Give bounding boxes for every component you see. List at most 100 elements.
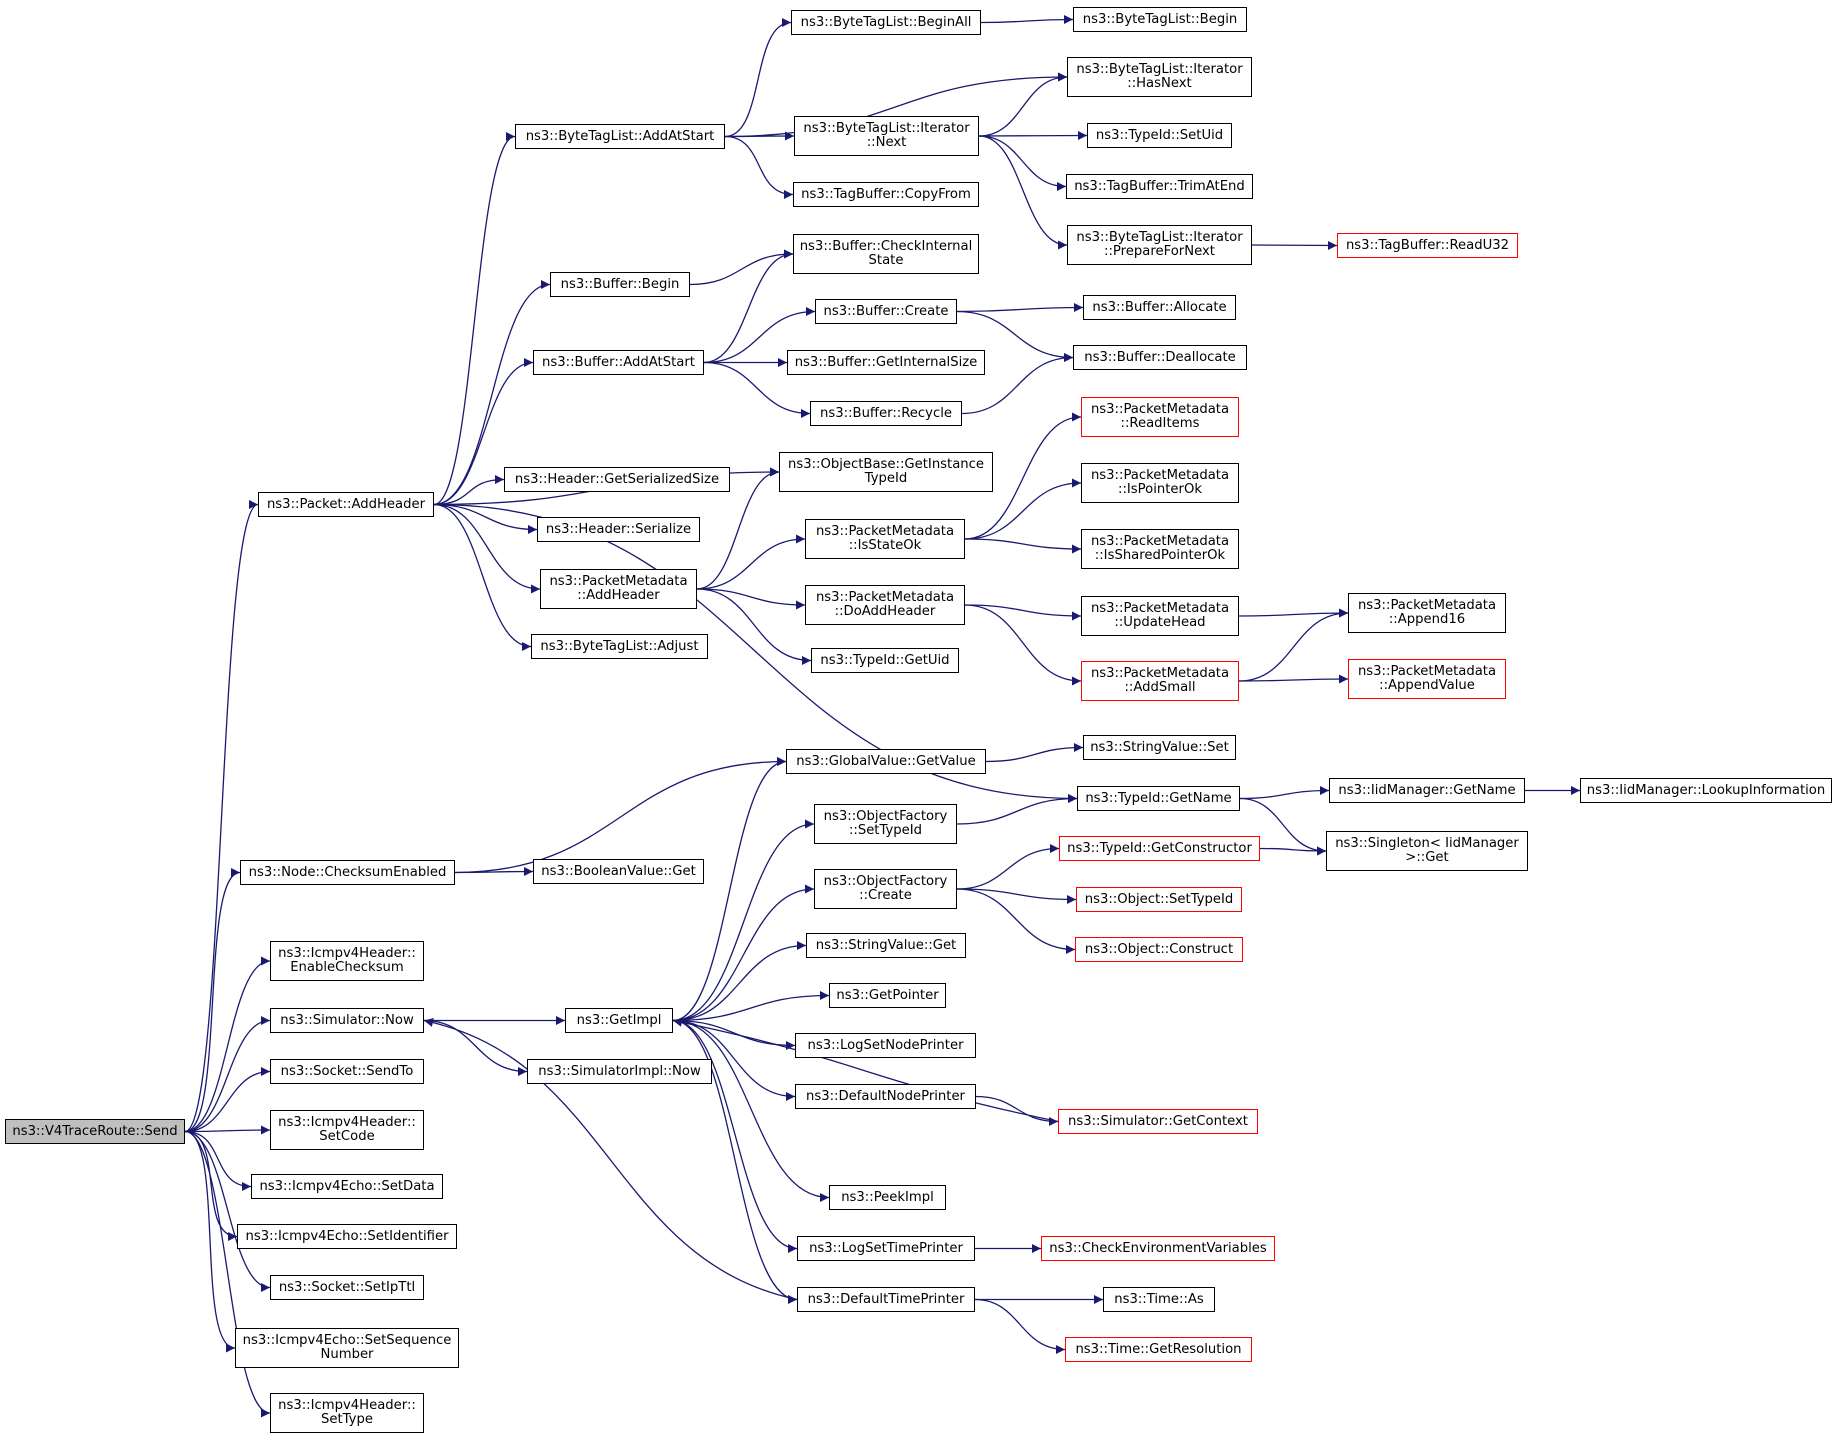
node-simimpl-now[interactable]: ns3::SimulatorImpl::Now (527, 1059, 712, 1084)
node-buf-create[interactable]: ns3::Buffer::Create (815, 299, 957, 324)
node-iid-lookup[interactable]: ns3::IidManager::LookupInformation (1580, 778, 1832, 803)
node-of-create[interactable]: ns3::ObjectFactory ::Create (814, 869, 957, 909)
edge-buf-addatstart-to-buf-create (703, 306, 816, 364)
node-tagbuf-readu32[interactable]: ns3::TagBuffer::ReadU32 (1337, 233, 1518, 258)
node-buf-begin[interactable]: ns3::Buffer::Begin (550, 272, 690, 297)
edge-send-to-sim-now (184, 1015, 271, 1133)
node-btl-begin[interactable]: ns3::ByteTagList::Begin (1073, 7, 1247, 32)
node-node-checksum[interactable]: ns3::Node::ChecksumEnabled (240, 860, 455, 885)
edge-send-to-icmp-setcode (184, 1125, 271, 1135)
node-btl-beginall[interactable]: ns3::ByteTagList::BeginAll (791, 10, 981, 35)
node-sv-set[interactable]: ns3::StringValue::Set (1083, 735, 1236, 760)
node-pm-doaddheader[interactable]: ns3::PacketMetadata ::DoAddHeader (805, 585, 965, 625)
node-icmp-settype[interactable]: ns3::Icmpv4Header:: SetType (270, 1393, 424, 1433)
node-pm-ispointerok[interactable]: ns3::PacketMetadata ::IsPointerOk (1081, 463, 1239, 503)
node-typeid-setuid[interactable]: ns3::TypeId::SetUid (1087, 123, 1232, 148)
node-sim-getcontext[interactable]: ns3::Simulator::GetContext (1058, 1109, 1258, 1134)
edge-sim-getcontext-to-getimpl (672, 1017, 1059, 1123)
node-icmp-enablechecksum[interactable]: ns3::Icmpv4Header:: EnableChecksum (270, 941, 424, 981)
node-p-addheader[interactable]: ns3::Packet::AddHeader (258, 492, 434, 517)
edge-send-to-p-addheader (184, 500, 259, 1133)
edge-buf-addatstart-to-buf-recycle (703, 361, 811, 419)
edge-btl-addatstart-to-btl-it-next (724, 131, 795, 141)
edge-typeid-getname-to-singleton-get (1239, 797, 1327, 856)
edge-btl-addatstart-to-btl-beginall (724, 17, 792, 138)
edge-btl-it-prepare-to-tagbuf-readu32 (1251, 240, 1338, 251)
node-pm-isstateok[interactable]: ns3::PacketMetadata ::IsStateOk (805, 519, 965, 559)
edge-pm-addsmall-to-pm-appendvalue (1238, 674, 1349, 684)
edge-defaulttimeprinter-to-sim-now (423, 1017, 798, 1301)
node-sim-now[interactable]: ns3::Simulator::Now (270, 1008, 424, 1033)
edge-pm-isstateok-to-pm-readitems (964, 412, 1082, 540)
node-ob-getinstance[interactable]: ns3::ObjectBase::GetInstance TypeId (779, 452, 993, 492)
node-pm-append16[interactable]: ns3::PacketMetadata ::Append16 (1348, 593, 1506, 633)
node-singleton-get[interactable]: ns3::Singleton< IidManager >::Get (1326, 831, 1528, 871)
edge-typeid-getconstructor-to-singleton-get (1259, 846, 1327, 856)
node-btl-it-prepare[interactable]: ns3::ByteTagList::Iterator ::PrepareForN… (1067, 225, 1252, 265)
node-echo-setseq[interactable]: ns3::Icmpv4Echo::SetSequence Number (235, 1328, 459, 1368)
node-sv-get[interactable]: ns3::StringValue::Get (806, 933, 966, 958)
node-sock-sendto[interactable]: ns3::Socket::SendTo (270, 1059, 424, 1084)
node-obj-settypeid[interactable]: ns3::Object::SetTypeId (1076, 887, 1242, 912)
node-logsettimeprinter[interactable]: ns3::LogSetTimePrinter (797, 1236, 975, 1261)
node-btl-adjust[interactable]: ns3::ByteTagList::Adjust (531, 634, 708, 659)
edge-send-to-sock-setipttl (184, 1130, 271, 1293)
edge-pm-doaddheader-to-pm-updatehead (964, 604, 1082, 621)
edge-pm-addheader-to-pm-isstateok (696, 534, 806, 590)
node-checkenv[interactable]: ns3::CheckEnvironmentVariables (1041, 1236, 1275, 1261)
node-buf-deallocate[interactable]: ns3::Buffer::Deallocate (1073, 345, 1247, 370)
node-buf-allocate[interactable]: ns3::Buffer::Allocate (1083, 295, 1236, 320)
node-sock-setipttl[interactable]: ns3::Socket::SetIpTtl (270, 1275, 424, 1300)
node-pm-addsmall[interactable]: ns3::PacketMetadata ::AddSmall (1081, 661, 1239, 701)
node-btl-it-next[interactable]: ns3::ByteTagList::Iterator ::Next (794, 116, 979, 156)
node-btl-it-hasnext[interactable]: ns3::ByteTagList::Iterator ::HasNext (1067, 57, 1252, 97)
node-logsetnodeprinter[interactable]: ns3::LogSetNodePrinter (795, 1033, 976, 1058)
node-bv-get[interactable]: ns3::BooleanValue::Get (533, 859, 704, 884)
edge-send-to-node-checksum (184, 868, 241, 1133)
edge-getimpl-to-of-settypeid (672, 819, 815, 1022)
edge-defaultnodeprinter-to-sim-getcontext (975, 1095, 1059, 1127)
node-echo-setdata[interactable]: ns3::Icmpv4Echo::SetData (251, 1174, 443, 1199)
node-pm-issharedpointerok[interactable]: ns3::PacketMetadata ::IsSharedPointerOk (1081, 529, 1239, 569)
node-obj-construct[interactable]: ns3::Object::Construct (1075, 937, 1243, 962)
node-buf-checkinternal[interactable]: ns3::Buffer::CheckInternal State (793, 234, 979, 274)
edge-p-addheader-to-btl-adjust (433, 503, 532, 652)
node-buf-getinternalsize[interactable]: ns3::Buffer::GetInternalSize (787, 350, 985, 375)
node-gv-getvalue[interactable]: ns3::GlobalValue::GetValue (786, 749, 986, 774)
edge-node-checksum-to-gv-getvalue (454, 756, 787, 874)
node-btl-addatstart[interactable]: ns3::ByteTagList::AddAtStart (515, 124, 725, 149)
node-iid-getname[interactable]: ns3::IidManager::GetName (1329, 778, 1525, 803)
node-buf-addatstart[interactable]: ns3::Buffer::AddAtStart (533, 350, 704, 375)
node-of-settypeid[interactable]: ns3::ObjectFactory ::SetTypeId (814, 804, 957, 844)
edge-p-addheader-to-buf-addatstart (433, 357, 534, 506)
edge-btl-it-next-to-typeid-setuid (978, 130, 1088, 141)
node-icmp-setcode[interactable]: ns3::Icmpv4Header:: SetCode (270, 1110, 424, 1150)
node-time-getresolution[interactable]: ns3::Time::GetResolution (1065, 1337, 1252, 1362)
edge-getimpl-to-getpointer (672, 990, 830, 1022)
edge-send-to-sock-sendto (184, 1066, 271, 1133)
node-typeid-getuid[interactable]: ns3::TypeId::GetUid (811, 648, 959, 673)
node-getimpl[interactable]: ns3::GetImpl (565, 1008, 673, 1033)
node-defaultnodeprinter[interactable]: ns3::DefaultNodePrinter (795, 1084, 976, 1109)
node-peekimpl[interactable]: ns3::PeekImpl (829, 1185, 946, 1210)
edge-getimpl-to-of-create (672, 884, 815, 1022)
node-pm-updatehead[interactable]: ns3::PacketMetadata ::UpdateHead (1081, 596, 1239, 636)
node-time-as[interactable]: ns3::Time::As (1103, 1287, 1215, 1312)
node-tagbuf-copyfrom[interactable]: ns3::TagBuffer::CopyFrom (793, 182, 979, 207)
node-buf-recycle[interactable]: ns3::Buffer::Recycle (810, 401, 962, 426)
node-hdr-getserialized[interactable]: ns3::Header::GetSerializedSize (504, 467, 730, 492)
node-echo-setidentifier[interactable]: ns3::Icmpv4Echo::SetIdentifier (237, 1224, 457, 1249)
edge-of-create-to-typeid-getconstructor (956, 843, 1060, 890)
node-pm-addheader[interactable]: ns3::PacketMetadata ::AddHeader (540, 569, 697, 609)
edge-pm-isstateok-to-pm-ispointerok (964, 478, 1082, 540)
node-hdr-serialize[interactable]: ns3::Header::Serialize (537, 517, 700, 542)
node-pm-readitems[interactable]: ns3::PacketMetadata ::ReadItems (1081, 397, 1239, 437)
node-typeid-getname[interactable]: ns3::TypeId::GetName (1077, 786, 1240, 811)
edge-pm-addheader-to-typeid-getuid (696, 588, 812, 666)
node-tagbuf-trimatend[interactable]: ns3::TagBuffer::TrimAtEnd (1066, 174, 1253, 199)
edge-btl-beginall-to-btl-begin (980, 14, 1074, 25)
node-pm-appendvalue[interactable]: ns3::PacketMetadata ::AppendValue (1348, 659, 1506, 699)
node-getpointer[interactable]: ns3::GetPointer (829, 983, 946, 1008)
node-typeid-getconstructor[interactable]: ns3::TypeId::GetConstructor (1059, 836, 1260, 861)
node-defaulttimeprinter[interactable]: ns3::DefaultTimePrinter (797, 1287, 975, 1312)
